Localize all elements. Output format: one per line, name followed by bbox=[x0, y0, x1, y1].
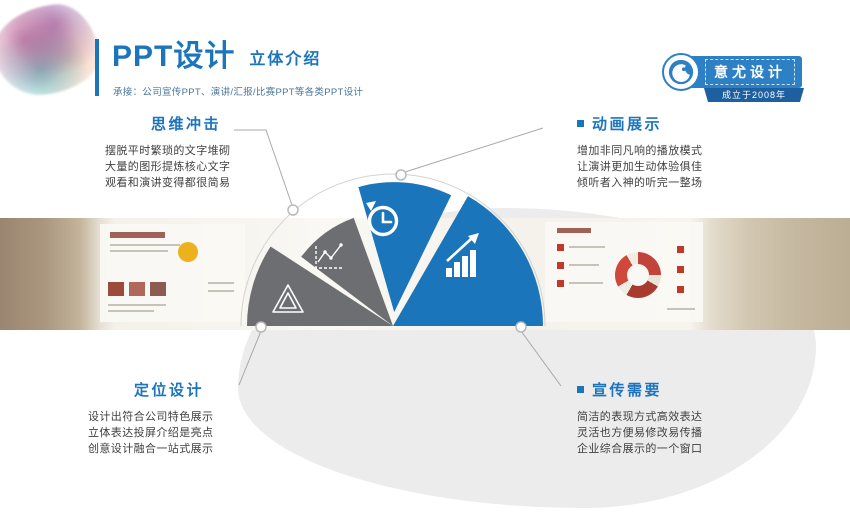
connector-top-left bbox=[234, 129, 294, 209]
brand-logo bbox=[662, 53, 700, 91]
feature-line: 观看和演讲变得都很简易 bbox=[105, 177, 231, 189]
photo-red-title bbox=[110, 232, 165, 238]
background-photo-strip bbox=[0, 218, 850, 330]
tagline: 承接：公司宣传PPT、演讲/汇报/比赛PPT等各类PPT设计 bbox=[113, 87, 364, 98]
feature-title: 思维冲击 bbox=[151, 116, 222, 133]
photo-red-diagram bbox=[615, 252, 661, 298]
feature-line: 大量的图形提炼核心文字 bbox=[105, 161, 231, 173]
feature-promotion-need: 宣传需要 简洁的表现方式高效表达 灵活也方便易修改易传播 企业综合展示的一个窗口 bbox=[577, 379, 702, 457]
feature-line: 设计出符合公司特色展示 bbox=[88, 411, 214, 423]
brand-name-plate: 意尤设计 bbox=[682, 56, 802, 88]
title-block: PPT设计 立体介绍 bbox=[112, 42, 321, 72]
feature-title: 定位设计 bbox=[134, 382, 205, 399]
feature-title: 动画展示 bbox=[592, 116, 663, 133]
anchor-dot-top-left bbox=[287, 204, 299, 216]
feature-mind-impact: 思维冲击 摆脱平时繁琐的文字堆砌 大量的图形提炼核心文字 观看和演讲变得都很简易 bbox=[105, 113, 230, 191]
title-accent-bar bbox=[95, 39, 99, 96]
feature-line: 增加非同凡响的播放模式 bbox=[577, 145, 703, 157]
feature-line: 立体表达投屏介绍是亮点 bbox=[88, 427, 214, 439]
feature-line: 创意设计融合一站式展示 bbox=[88, 443, 214, 455]
logo-icon bbox=[668, 59, 694, 85]
feature-positioning-design: 定位设计 设计出符合公司特色展示 立体表达投屏介绍是亮点 创意设计融合一站式展示 bbox=[88, 379, 213, 457]
watercolor-decoration bbox=[0, 0, 104, 101]
feature-line: 让演讲更加生动体验俱佳 bbox=[577, 161, 703, 173]
photo-red-title bbox=[557, 228, 591, 233]
feature-line: 灵活也方便易修改易传播 bbox=[577, 427, 703, 439]
photo-slide-right bbox=[545, 222, 703, 322]
feature-line: 简洁的表现方式高效表达 bbox=[577, 411, 703, 423]
bullet-square-icon bbox=[577, 386, 584, 393]
brand-name: 意尤设计 bbox=[705, 59, 795, 85]
brand-since-ribbon: 成立于2008年 bbox=[704, 88, 804, 102]
page-title: PPT设计 bbox=[112, 40, 236, 73]
feature-title: 宣传需要 bbox=[592, 382, 663, 399]
page-subtitle: 立体介绍 bbox=[249, 51, 322, 68]
connector-top-right bbox=[404, 127, 544, 173]
feature-line: 摆脱平时繁琐的文字堆砌 bbox=[105, 145, 231, 157]
brand-badge: 意尤设计 成立于2008年 bbox=[658, 52, 810, 104]
anchor-dot-top bbox=[395, 169, 407, 181]
photo-yellow-circle bbox=[178, 242, 198, 262]
bullet-square-icon bbox=[577, 120, 584, 127]
feature-line: 企业综合展示的一个窗口 bbox=[577, 443, 703, 455]
photo-slide-left bbox=[100, 224, 245, 322]
feature-line: 倾听者入神的听完一整场 bbox=[577, 177, 703, 189]
feature-animation-show: 动画展示 增加非同凡响的播放模式 让演讲更加生动体验俱佳 倾听者入神的听完一整场 bbox=[577, 113, 702, 191]
